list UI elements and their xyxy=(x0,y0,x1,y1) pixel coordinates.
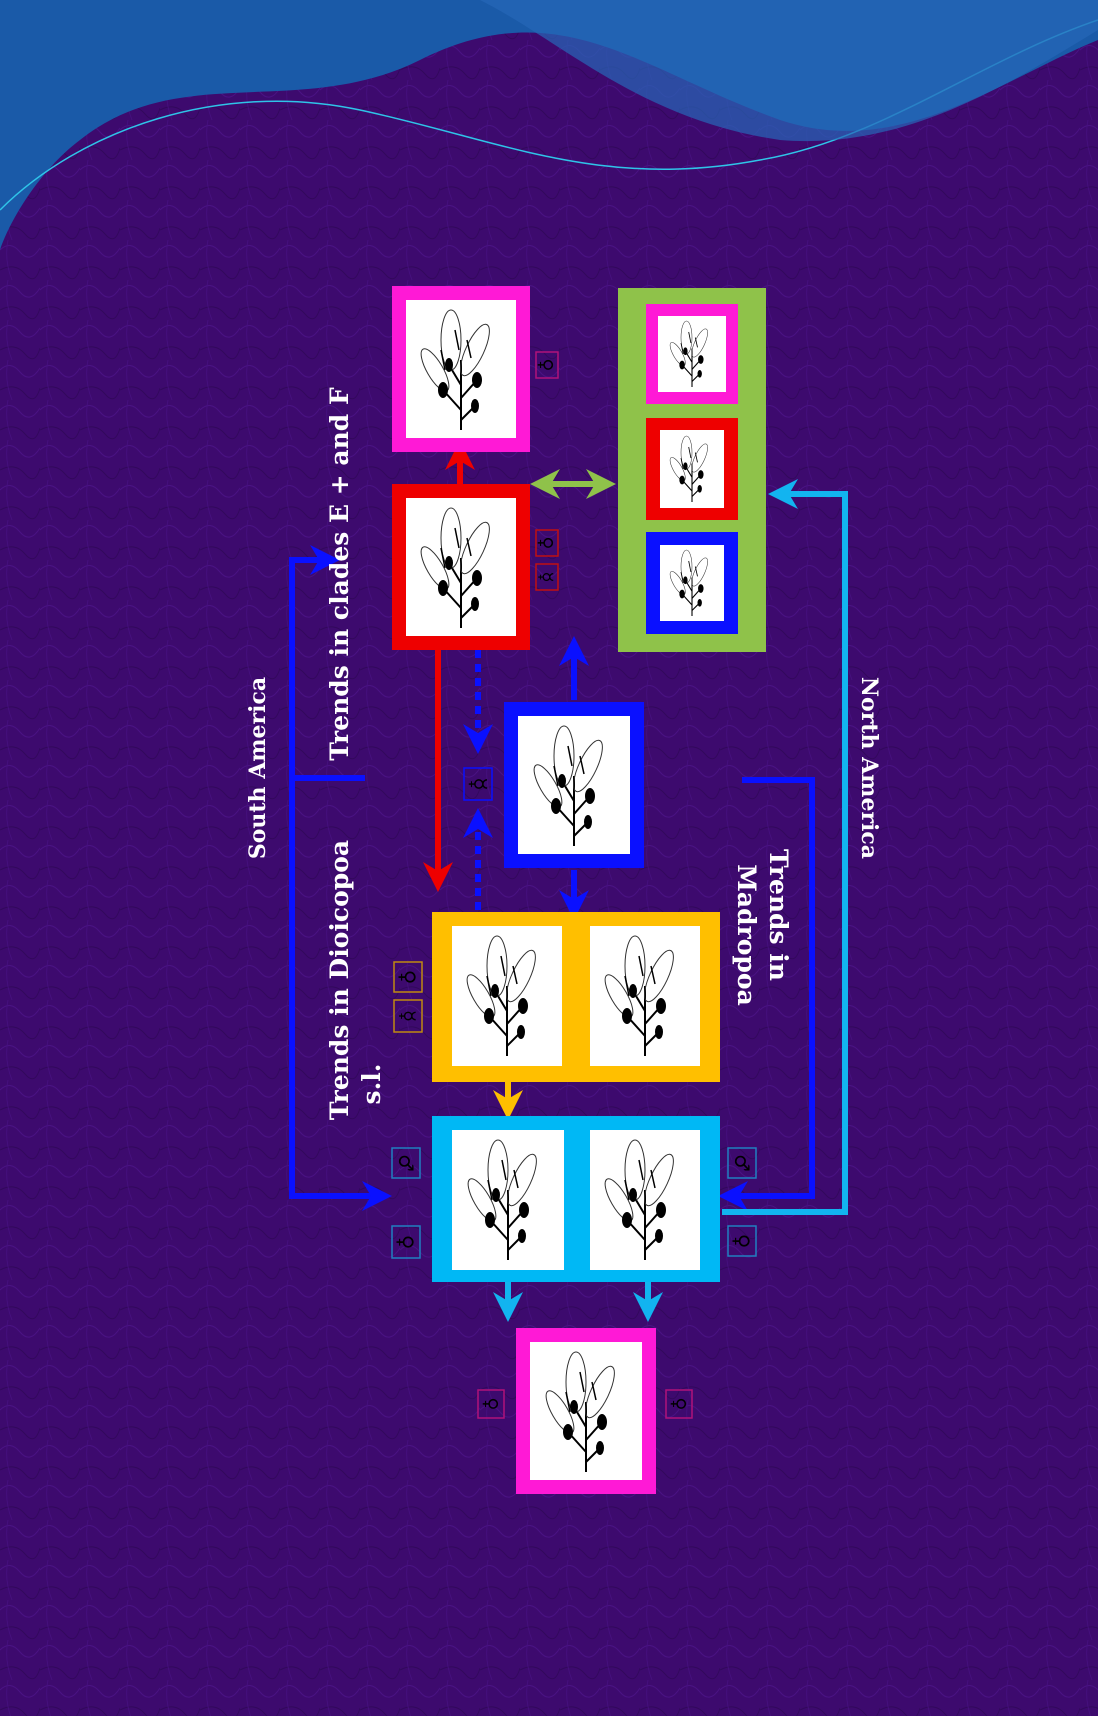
svg-text:♂: ♂ xyxy=(730,1154,754,1172)
box-blue xyxy=(504,702,644,868)
label-trends-dioicopoa: Trends in Dioicopoa xyxy=(325,840,354,1120)
svg-text:♀: ♀ xyxy=(396,970,420,985)
svg-text:☿: ☿ xyxy=(396,1010,420,1022)
symbol-female-bottom-left: ♀ xyxy=(477,1389,505,1419)
svg-text:☿: ☿ xyxy=(535,571,556,582)
box-green-group xyxy=(618,288,766,652)
symbol-hermaphrodite-yellow: ☿ xyxy=(393,999,423,1033)
south-america-bracket xyxy=(289,545,365,781)
box-magenta-top xyxy=(392,286,530,452)
madropoa-bracket xyxy=(718,777,815,1211)
symbol-female-bottom-right: ♀ xyxy=(665,1389,693,1419)
symbol-male-cyan-right: ♂ xyxy=(727,1147,757,1179)
symbol-male-cyan-left: ♂ xyxy=(391,1147,421,1179)
svg-text:☿: ☿ xyxy=(465,777,490,791)
svg-text:♀: ♀ xyxy=(535,536,556,549)
symbol-female-magenta-top: ♀ xyxy=(535,351,559,379)
symbol-female-yellow: ♀ xyxy=(393,961,423,993)
north-america-bracket xyxy=(722,479,848,1215)
svg-text:♀: ♀ xyxy=(535,358,556,371)
label-trends-dioicopoa-sl: s.l. xyxy=(357,1064,386,1105)
svg-text:♀: ♀ xyxy=(730,1234,754,1249)
label-trends-e-f: Trends in clades E + and F xyxy=(325,387,354,761)
south-america-bracket-lower xyxy=(289,778,392,1211)
symbol-hermaphrodite-red: ☿ xyxy=(535,563,559,591)
symbol-female-cyan-right: ♀ xyxy=(727,1225,757,1257)
top-wave-inner xyxy=(480,0,1098,142)
label-south-america: South America xyxy=(245,677,271,859)
symbol-female-cyan-left: ♀ xyxy=(391,1225,421,1259)
svg-text:♀: ♀ xyxy=(480,1397,501,1410)
box-red xyxy=(392,484,530,650)
symbol-female-red: ♀ xyxy=(535,529,559,557)
label-trends-madropoa-2: Madropoa xyxy=(732,864,761,1006)
box-cyan xyxy=(432,1116,720,1282)
label-trends-madropoa-1: Trends in xyxy=(764,849,793,981)
symbol-hermaphrodite-center: ☿ xyxy=(463,767,493,801)
svg-text:♀: ♀ xyxy=(668,1397,689,1410)
box-magenta-bottom xyxy=(516,1328,656,1494)
svg-text:♂: ♂ xyxy=(394,1154,418,1172)
label-north-america: North America xyxy=(856,677,882,859)
svg-text:♀: ♀ xyxy=(394,1235,418,1250)
box-yellow xyxy=(432,912,720,1082)
